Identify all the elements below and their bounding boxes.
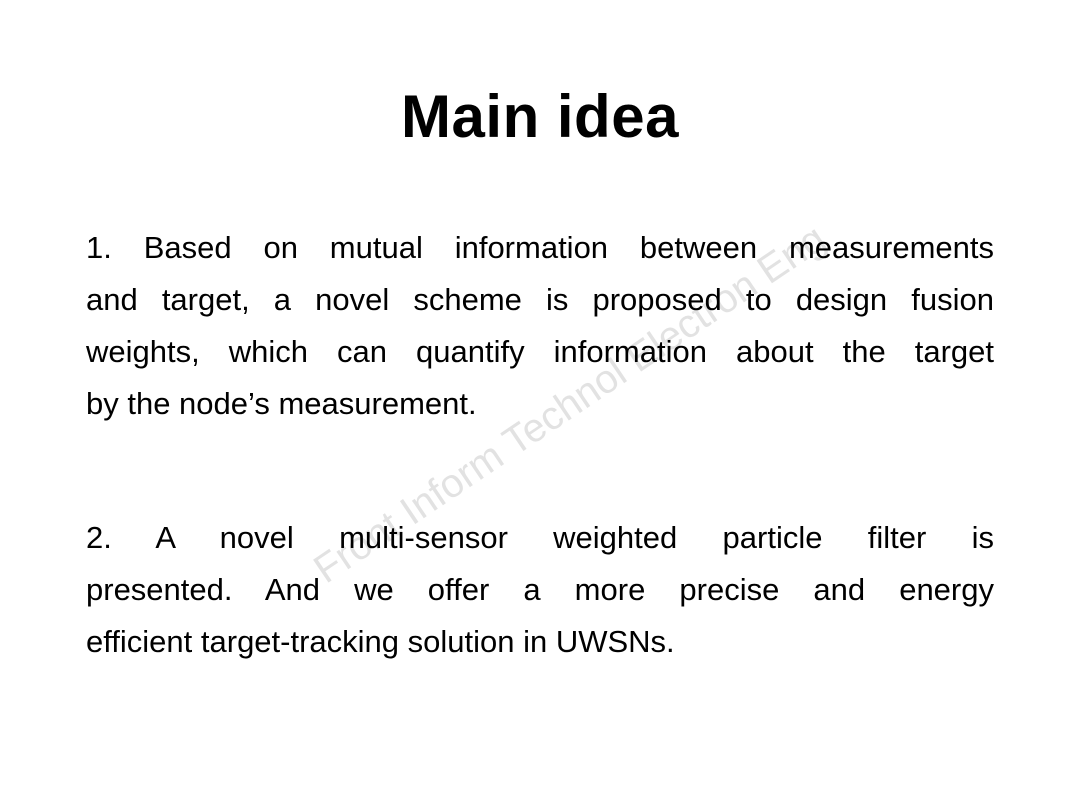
paragraph-line: 2. A novel multi-sensor weighted particl…	[86, 520, 994, 555]
paragraph-line: by the node’s measurement.	[86, 386, 477, 421]
paragraph-line: 1. Based on mutual information between m…	[86, 230, 994, 265]
paragraph-line: presented. And we offer a more precise a…	[86, 572, 994, 607]
slide-title: Main idea	[401, 83, 679, 150]
paragraph-2: 2. A novel multi-sensor weighted particl…	[86, 512, 994, 668]
paragraph-line: efficient target-tracking solution in UW…	[86, 624, 675, 659]
paragraph-line: and target, a novel scheme is proposed t…	[86, 282, 994, 317]
paragraph-1: 1. Based on mutual information between m…	[86, 222, 994, 430]
paragraph-line: weights, which can quantify information …	[86, 334, 994, 369]
